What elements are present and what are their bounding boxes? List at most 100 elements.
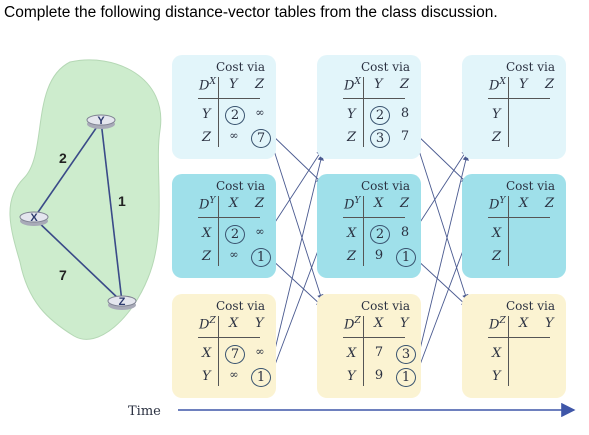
table-node-label: Y (354, 196, 361, 206)
cost-via-label: Cost via (506, 60, 555, 74)
circled-cost-cell: 1 (251, 248, 271, 267)
row-label: Y (492, 107, 501, 122)
row-divider (508, 196, 509, 266)
table-node-symbol: DX (344, 77, 361, 94)
table-node-label: X (209, 77, 216, 87)
column-header: Z (255, 77, 265, 92)
cost-via-label: Cost via (361, 179, 410, 193)
table-node-symbol: DX (489, 77, 506, 94)
arrow-x-to-y (269, 132, 323, 184)
row-label: Z (202, 249, 212, 264)
row-divider (218, 77, 219, 147)
arrow-y2-to-z3 (414, 257, 468, 307)
cost-cell: ∞ (255, 225, 265, 238)
table-node-symbol: DZ (489, 316, 506, 333)
arrow-x2-to-y3 (414, 132, 468, 184)
row-label: X (492, 346, 502, 361)
arrow-y-to-z (269, 257, 323, 307)
cost-cell: 7 (374, 345, 384, 360)
cost-via-label: Cost via (506, 299, 555, 313)
row-label: Y (202, 107, 211, 122)
table-node-symbol: DY (489, 196, 506, 213)
row-label: Y (347, 369, 356, 384)
cost-cell: 9 (374, 368, 384, 383)
link-y-z (100, 120, 123, 303)
time-label: Time (128, 404, 161, 419)
arrow-x-to-z (269, 137, 324, 301)
row-divider (218, 316, 219, 386)
table-node-label: Y (499, 196, 506, 206)
circled-cost-cell: 3 (396, 345, 416, 364)
router-z-icon: Z (107, 295, 137, 310)
row-label: X (202, 226, 212, 241)
arrow-y2-to-x3 (414, 149, 468, 231)
row-label: X (347, 226, 357, 241)
cost-cell: 9 (374, 248, 384, 263)
row-label: X (202, 346, 212, 361)
circled-cost-cell: 2 (225, 225, 245, 244)
cost-via-label: Cost via (216, 179, 265, 193)
header-divider (198, 337, 260, 338)
cost-cell: 8 (400, 106, 410, 121)
arrow-z2-to-x3 (414, 154, 469, 371)
header-divider (488, 337, 550, 338)
header-divider (343, 98, 405, 99)
row-label: Z (347, 130, 357, 145)
table-node-label: X (354, 77, 361, 87)
row-divider (363, 196, 364, 266)
column-header: Y (374, 77, 383, 92)
circled-cost-cell: 1 (251, 368, 271, 387)
circled-cost-cell: 2 (225, 106, 245, 125)
header-divider (343, 217, 405, 218)
column-header: Z (255, 196, 265, 211)
arrow-x2-to-z3 (414, 137, 469, 301)
arrow-z-to-x (269, 154, 324, 371)
table-node-label: Y (209, 196, 216, 206)
cost-cell: 7 (400, 129, 410, 144)
cost-label-y-z: 1 (118, 193, 126, 209)
exchange-arrows-round-1 (269, 132, 324, 379)
exchange-arrows-round-2 (414, 132, 469, 379)
table-node-label: Z (499, 316, 506, 326)
column-header: X (229, 316, 239, 331)
cost-cell: ∞ (255, 106, 265, 119)
cost-via-label: Cost via (361, 299, 410, 313)
row-label: X (347, 346, 357, 361)
cost-cell: ∞ (255, 345, 265, 358)
column-header: Z (400, 77, 410, 92)
cost-cell: ∞ (229, 129, 239, 142)
row-divider (363, 316, 364, 386)
cost-via-label: Cost via (216, 299, 265, 313)
headline: Complete the following distance-vector t… (4, 4, 498, 21)
link-x-z (33, 217, 123, 303)
column-header: X (519, 316, 529, 331)
router-x-label: X (30, 212, 38, 224)
table-node-symbol: DX (199, 77, 216, 94)
row-label: Z (492, 249, 502, 264)
header-divider (198, 217, 260, 218)
column-header: Y (519, 77, 528, 92)
router-x-icon: X (19, 211, 49, 226)
circled-cost-cell: 3 (370, 129, 390, 148)
row-divider (363, 77, 364, 147)
cost-via-label: Cost via (216, 60, 265, 74)
circled-cost-cell: 2 (370, 106, 390, 125)
cost-label-x-z: 7 (59, 267, 67, 283)
circled-cost-cell: 2 (370, 225, 390, 244)
table-node-symbol: DY (344, 196, 361, 213)
circled-cost-cell: 7 (225, 345, 245, 364)
cost-cell: ∞ (229, 248, 239, 261)
router-y-label: Y (97, 115, 105, 127)
router-y-icon: Y (86, 114, 116, 129)
circled-cost-cell: 7 (251, 129, 271, 148)
column-header: Y (255, 316, 264, 331)
arrow-z2-to-y3 (414, 239, 469, 379)
column-header: X (229, 196, 239, 211)
column-header: Y (400, 316, 409, 331)
